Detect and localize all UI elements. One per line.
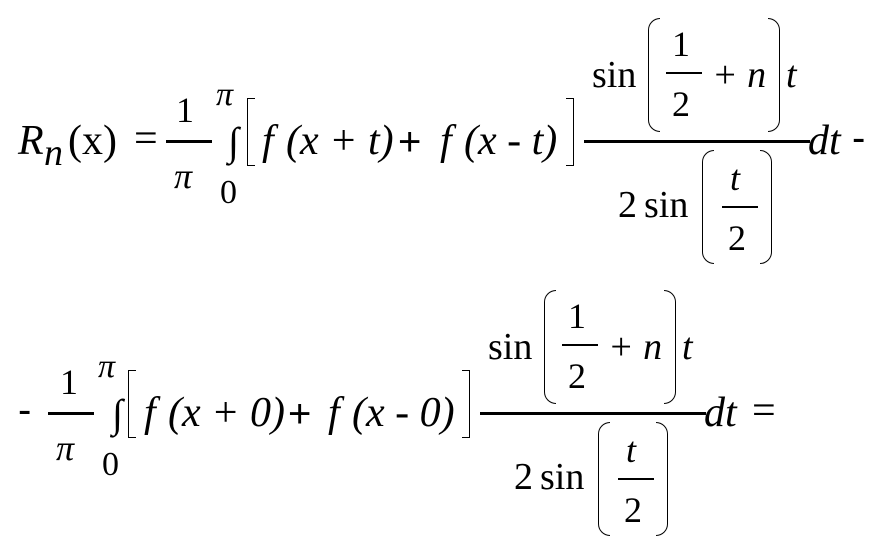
integral-upper-limit: π [98,348,116,385]
argument-2: (x - t) [464,118,558,164]
numerator-half-num: 1 [568,296,586,336]
function-f-1: f [144,390,156,436]
right-bracket [566,98,574,166]
function-f-2: f [328,390,340,436]
numerator-plus-n: + n [608,326,663,368]
denominator-inner-bar [722,206,758,208]
coefficient-fraction-bar [166,140,212,143]
numerator-right-paren [664,290,676,404]
numerator-plus-n: + n [712,54,767,96]
trailing-equals: = [752,388,776,434]
denominator-two: 2 [624,490,642,530]
plus-sign: + [398,120,422,164]
numerator-half-bar [562,344,598,346]
denominator-coefficient: 2 [618,184,637,226]
left-bracket [128,370,136,438]
denominator-two: 2 [728,218,746,258]
integral-lower-limit: 0 [102,446,119,483]
left-bracket [247,98,255,166]
denominator-right-paren [656,422,668,536]
denominator-inner-bar [618,478,654,480]
denominator-coefficient: 2 [514,456,533,498]
denominator-t: t [730,158,741,198]
denominator-left-paren [702,150,714,264]
leading-minus: - [18,388,32,432]
main-fraction-bar [480,412,706,415]
numerator-half-den: 2 [568,356,586,396]
numerator-left-paren [648,18,660,132]
lhs-subscript: n [44,132,63,174]
argument-1: (x + t) [286,118,394,164]
numerator-right-paren [768,18,780,132]
differential-dt: dt [704,390,737,436]
equals-sign: = [134,116,158,162]
numerator-sin: sin [592,54,637,96]
right-bracket [462,370,470,438]
integral-sign: ∫ [112,391,123,436]
numerator-half-den: 2 [672,84,690,124]
integral-upper-limit: π [216,76,234,113]
numerator-t: t [682,326,693,368]
denominator-sin: sin [644,184,689,226]
denominator-t: t [626,430,637,470]
coefficient-fraction-bar [48,412,94,415]
plus-sign: + [288,392,312,436]
numerator-t: t [786,54,797,96]
denominator-sin: sin [540,456,585,498]
argument-2: (x - 0) [352,390,455,436]
argument-1: (x + 0) [168,390,285,436]
numerator-half-bar [666,72,702,74]
function-f-1: f [262,118,274,164]
denominator-left-paren [598,422,610,536]
function-f-2: f [440,118,452,164]
numerator-left-paren [544,290,556,404]
integral-sign: ∫ [228,119,239,164]
integral-lower-limit: 0 [220,174,237,211]
lhs-symbol: R [18,118,44,164]
main-fraction-bar [584,140,810,143]
differential-dt: dt [808,118,841,164]
coefficient-numerator: 1 [60,362,78,402]
denominator-right-paren [760,150,772,264]
trailing-minus: - [852,116,866,160]
numerator-sin: sin [488,326,533,368]
lhs-argument: (x) [68,118,117,164]
coefficient-denominator: π [174,156,193,196]
coefficient-numerator: 1 [176,90,194,130]
numerator-half-num: 1 [672,24,690,64]
coefficient-denominator: π [56,428,75,468]
